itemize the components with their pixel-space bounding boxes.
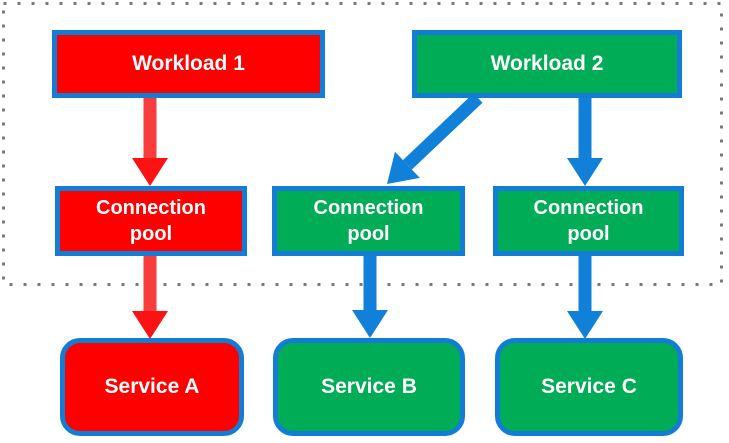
arrow-pool1-to-serviceA [132, 256, 168, 339]
node-connection-pool-1: Connection pool [55, 186, 247, 256]
node-workload-2-label: Workload 2 [490, 52, 604, 75]
arrow-workload2-to-pool2 [387, 93, 483, 184]
arrow-pool3-to-serviceC [567, 256, 603, 339]
node-connection-pool-2-label: Connection pool [313, 197, 424, 245]
node-connection-pool-3: Connection pool [493, 186, 684, 256]
node-connection-pool-1-label: Connection pool [96, 197, 206, 245]
node-service-b-label: Service B [321, 375, 417, 398]
node-connection-pool-2: Connection pool [272, 186, 465, 256]
node-connection-pool-3-label: Connection pool [533, 197, 644, 245]
node-workload-1-label: Workload 1 [132, 52, 245, 75]
node-service-a-label: Service A [104, 375, 200, 398]
node-service-a: Service A [60, 338, 244, 436]
boundary-dotted-rect [2, 2, 723, 286]
node-service-c: Service C [495, 338, 683, 436]
node-service-c-label: Service C [541, 375, 637, 398]
node-service-b: Service B [273, 338, 465, 436]
node-workload-1: Workload 1 [52, 30, 325, 98]
arrow-pool2-to-serviceB [352, 256, 388, 338]
arrow-workload2-to-pool3 [567, 98, 603, 186]
node-workload-2: Workload 2 [412, 30, 682, 98]
arrow-workload1-to-pool1 [132, 98, 168, 186]
